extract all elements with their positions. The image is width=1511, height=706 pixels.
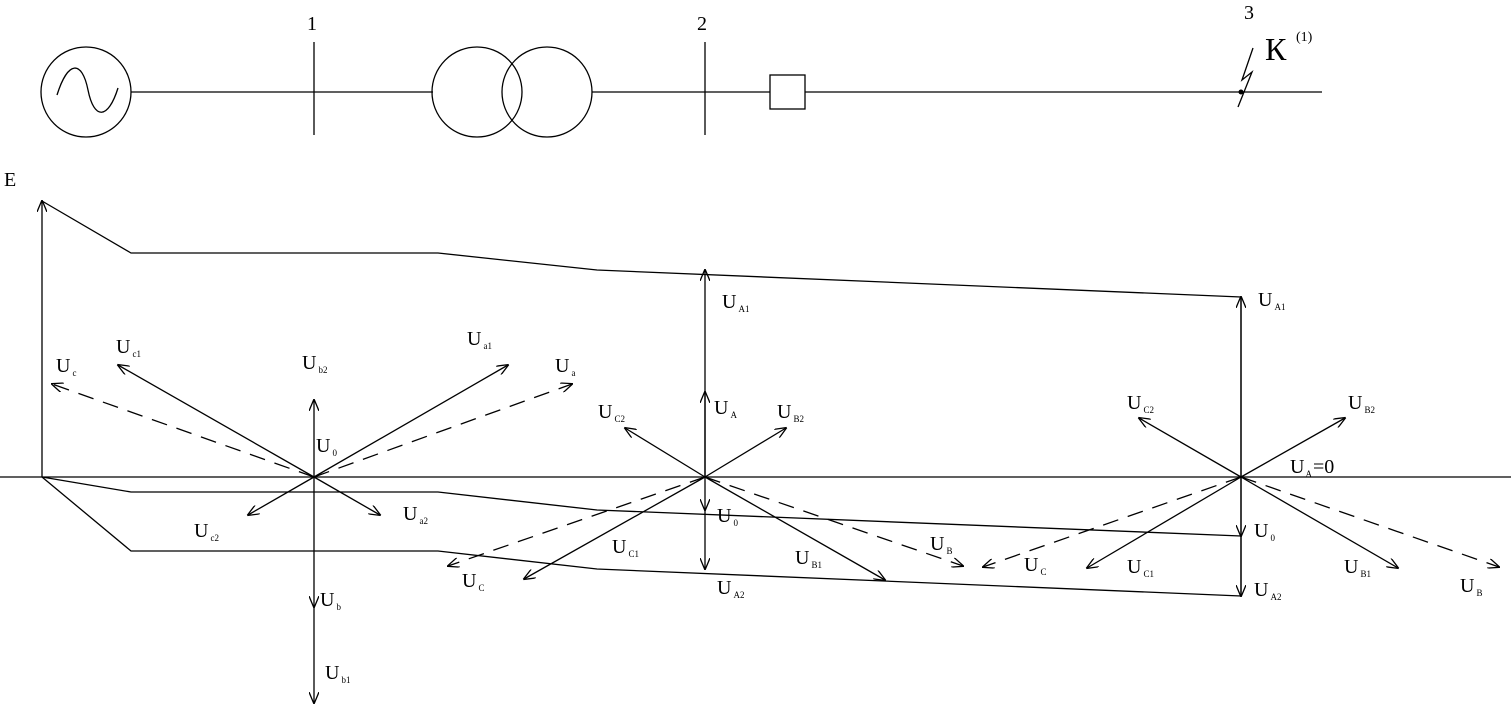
- phasor-uB2: [704, 428, 786, 478]
- phasor-uC1: [1087, 476, 1242, 568]
- phasor-uC: [983, 476, 1242, 567]
- circuit-breaker: [769, 74, 806, 110]
- phasor-uB: [704, 476, 963, 566]
- phasor-ua: [313, 384, 572, 478]
- phasor-uc1: [118, 365, 315, 478]
- zero-sequence-curve: [41, 476, 1242, 537]
- phasor-ua1: [313, 365, 508, 478]
- transformer-symbol: [431, 46, 593, 138]
- emf-axis-label: E: [4, 169, 16, 191]
- fault-symbol: К: [1265, 31, 1287, 67]
- phasor-uB: [1240, 476, 1499, 567]
- phasor-uC2: [625, 428, 706, 478]
- label-uA-zero: UA=0: [1290, 456, 1334, 479]
- phasor-uC: [448, 476, 706, 566]
- bus-2-label: 2: [697, 13, 707, 35]
- phasor-uC1: [524, 476, 706, 579]
- negative-sequence-curve: [41, 476, 1242, 597]
- phasor-uB1: [1240, 476, 1398, 568]
- generator-symbol: [40, 46, 132, 138]
- phasor-uB2: [1240, 418, 1345, 478]
- lightning-icon: [1237, 47, 1254, 108]
- phasor-uC2: [1139, 418, 1242, 478]
- positive-sequence-curve: [41, 200, 1242, 298]
- fault-superscript: (1): [1296, 30, 1313, 45]
- bus-1-label: 1: [307, 13, 317, 35]
- phasor-ua2: [313, 476, 380, 515]
- phasor-uB1: [704, 476, 885, 580]
- fault-dot: [1238, 89, 1244, 95]
- single-line-scheme: 1 2 3 К (1): [40, 2, 1322, 138]
- fault-point-label: 3: [1244, 2, 1254, 24]
- phasor-uc2: [248, 476, 315, 515]
- voltage-distribution: E: [0, 169, 1511, 597]
- phasor-uc: [52, 384, 315, 478]
